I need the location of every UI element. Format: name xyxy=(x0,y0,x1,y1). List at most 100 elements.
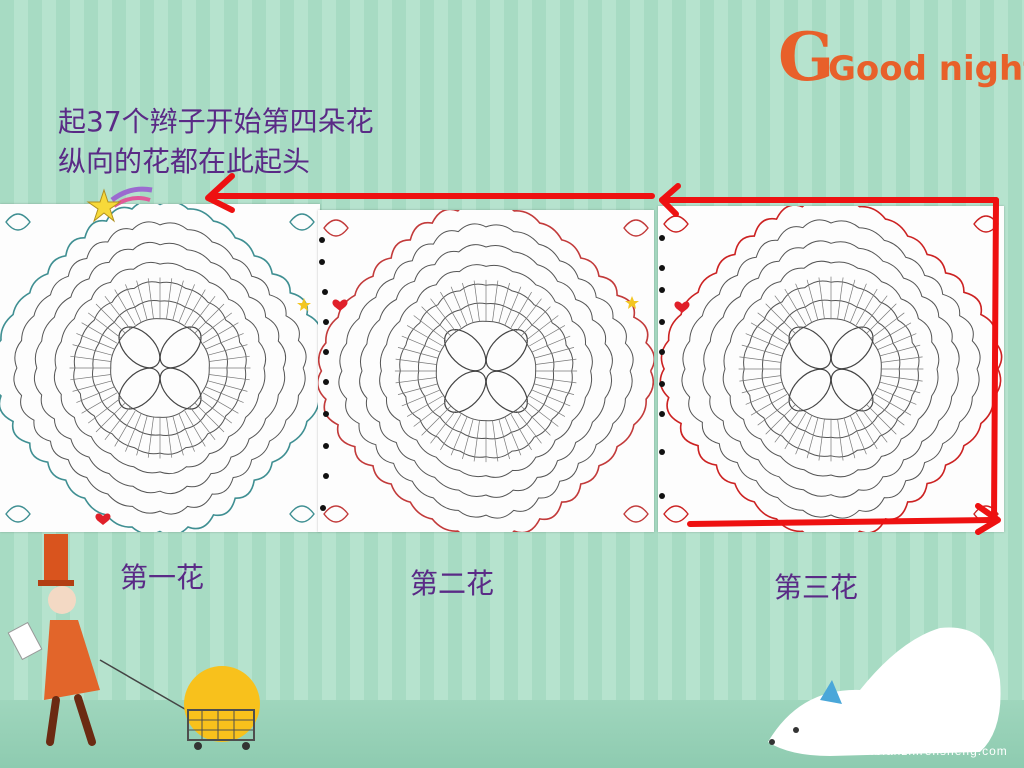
stitch-ring xyxy=(359,244,613,498)
stitch xyxy=(76,386,115,403)
stitch xyxy=(765,303,796,334)
stitch-ring xyxy=(318,210,654,532)
stitch xyxy=(529,325,566,347)
goodnight-title: Good night xyxy=(828,49,1024,89)
stitch xyxy=(510,291,532,328)
crochet-chart-flower-1 xyxy=(0,204,320,532)
stitch xyxy=(877,388,917,405)
stitch xyxy=(413,315,447,341)
stitch xyxy=(492,280,499,322)
stitch-ring xyxy=(53,261,267,475)
stitch xyxy=(406,395,443,417)
stitch xyxy=(877,333,917,350)
stitch xyxy=(95,402,126,433)
stitch xyxy=(194,303,225,334)
stitch xyxy=(784,288,807,326)
flower-label-2: 第二花 xyxy=(410,567,495,600)
stitch xyxy=(498,419,510,460)
stitch xyxy=(147,417,154,458)
stitch xyxy=(87,397,121,424)
stitch xyxy=(774,408,801,443)
corner-loop xyxy=(5,213,31,231)
stitch xyxy=(166,417,173,458)
stitch-ring xyxy=(659,206,1003,532)
stitch xyxy=(516,298,542,332)
corner-loop xyxy=(663,215,689,233)
stitch xyxy=(430,410,456,444)
stitch xyxy=(189,407,216,441)
stitch xyxy=(498,282,510,323)
stitch-ring xyxy=(13,221,307,515)
stitch-ring xyxy=(33,241,287,495)
stitch xyxy=(70,374,111,381)
stitch xyxy=(855,412,878,450)
stitch xyxy=(757,399,792,426)
stitch xyxy=(806,417,819,459)
stitch xyxy=(874,322,912,345)
stitch xyxy=(795,283,812,323)
stitch xyxy=(739,375,781,382)
stitch xyxy=(172,280,184,321)
stitch xyxy=(529,395,566,417)
stitch xyxy=(95,303,126,334)
stitch xyxy=(843,279,856,321)
corner-loop xyxy=(323,505,349,523)
stitch xyxy=(199,397,233,424)
stitch xyxy=(413,401,447,427)
stitch xyxy=(395,377,437,384)
corner-loop xyxy=(5,505,31,523)
stitch xyxy=(850,283,867,323)
stitch xyxy=(750,322,788,345)
stitch xyxy=(521,406,551,436)
stitch xyxy=(395,358,437,365)
stitch xyxy=(774,295,801,330)
stitch xyxy=(184,410,206,447)
stitch xyxy=(837,419,844,461)
stitch-ring xyxy=(110,318,210,418)
stitch xyxy=(843,417,856,459)
stitch xyxy=(81,392,118,414)
stitch xyxy=(881,375,923,382)
corner-loop xyxy=(973,215,999,233)
flower-label-1: 第一花 xyxy=(120,561,205,594)
stitch xyxy=(205,386,244,403)
stitch-ring xyxy=(0,204,320,532)
stitch xyxy=(850,415,867,455)
stitch xyxy=(136,415,148,456)
stitch-ring xyxy=(702,240,960,498)
stitch xyxy=(525,401,559,427)
stitch xyxy=(202,392,239,414)
instruction-line-2: 纵向的花都在此起头 xyxy=(58,145,311,178)
flower-label-3: 第三花 xyxy=(774,571,859,604)
stitch xyxy=(209,374,250,381)
stitch xyxy=(104,407,131,441)
stitch xyxy=(125,413,142,452)
stitch xyxy=(184,289,206,326)
stitch xyxy=(521,306,551,336)
stitch xyxy=(741,381,783,394)
stitch xyxy=(406,325,443,347)
corner-loop xyxy=(323,219,349,237)
stitch xyxy=(745,333,785,350)
stitch xyxy=(855,288,878,326)
stitch xyxy=(462,282,474,323)
stitch xyxy=(147,278,154,319)
corner-loop xyxy=(663,505,689,523)
stitch xyxy=(534,383,575,395)
stitch-ring xyxy=(722,260,940,478)
stitch xyxy=(172,415,184,456)
stitch xyxy=(104,295,131,329)
stitch xyxy=(473,280,480,322)
stitch xyxy=(532,335,571,353)
stitch xyxy=(194,402,225,433)
stitch xyxy=(866,303,897,334)
stitch xyxy=(818,277,825,319)
stitch xyxy=(81,322,118,344)
stitch xyxy=(861,295,888,330)
stitch xyxy=(492,420,499,462)
stitch xyxy=(795,415,812,455)
stitch xyxy=(401,335,440,353)
stitch xyxy=(837,277,844,319)
stitch xyxy=(440,414,462,451)
